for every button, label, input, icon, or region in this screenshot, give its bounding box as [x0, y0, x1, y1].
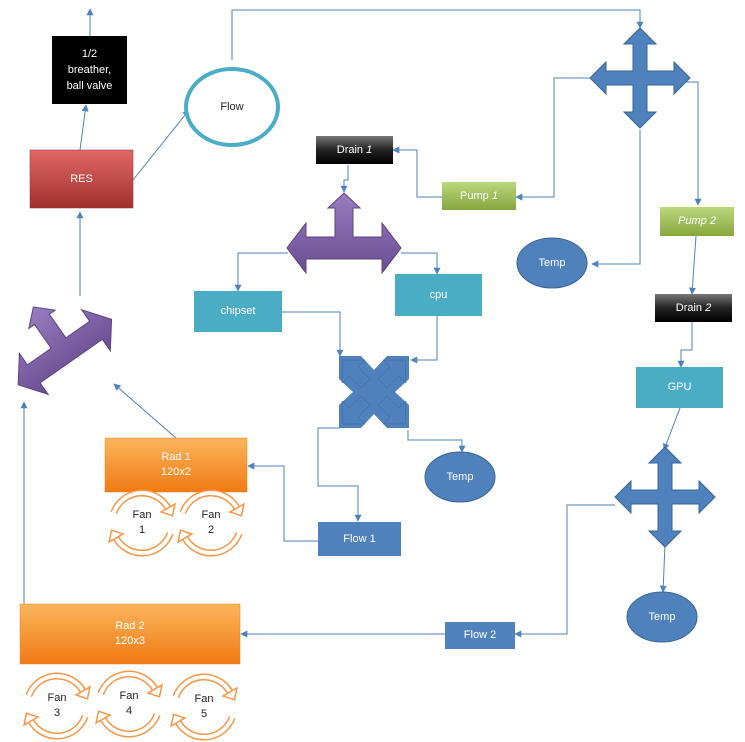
connector-chipset-to-cross — [282, 311, 344, 357]
connector-rad1-to-tee — [113, 383, 177, 439]
connector-cross-to-pump1 — [515, 77, 615, 201]
temp-right-ellipse — [626, 591, 698, 643]
temp-top-ellipse — [516, 237, 588, 289]
flow2-box — [445, 622, 515, 649]
fan-1-icon — [108, 489, 176, 557]
pump2-box — [660, 207, 734, 236]
chipset-box — [194, 291, 282, 332]
connector-pump2-to-drain2 — [688, 235, 697, 295]
connector-drain1-to-tee — [340, 165, 349, 193]
temp-mid-ellipse — [424, 451, 496, 503]
fan-5-icon — [170, 673, 238, 741]
tee-splitter-cpu-chipset — [286, 192, 402, 275]
connector-res-to-breather — [79, 104, 89, 151]
flow1-box — [318, 522, 401, 556]
breather-box — [52, 36, 127, 104]
connector-cross-to-temp-mid — [407, 430, 466, 453]
connector-res-to-flow — [132, 109, 190, 181]
fan-2-icon — [177, 489, 245, 557]
flow-meter-ring — [184, 67, 280, 147]
connector-cross-to-temp — [591, 130, 641, 268]
fan-4-icon — [95, 670, 163, 738]
four-way-splitter-top — [589, 27, 691, 129]
connector-drain2-to-gpu — [677, 322, 693, 368]
connector-cpu-to-cross — [410, 316, 438, 364]
four-way-splitter-gpu — [614, 446, 716, 548]
connector-cross-to-flow1 — [317, 427, 362, 522]
connector-pump1-to-drain1 — [392, 146, 442, 198]
res-box — [29, 149, 134, 209]
connector-cross-to-flow2 — [514, 504, 615, 638]
tee-splitter-radiators — [17, 306, 113, 396]
pump1-box — [442, 182, 516, 210]
rad2-box — [19, 603, 241, 665]
connector-tee-to-cpu — [401, 252, 441, 275]
fan-3-icon — [23, 672, 91, 740]
connector-flow-to-top-cross — [231, 9, 644, 60]
cpu-box — [395, 274, 482, 316]
connector-cross-to-pump2 — [665, 81, 702, 206]
connector-flow1-to-rad1 — [247, 462, 318, 542]
fan-group — [23, 489, 245, 741]
gpu-box — [636, 367, 723, 408]
drain2-box — [655, 294, 732, 322]
connector-tee-to-chipset — [234, 252, 288, 292]
rad1-box — [104, 437, 248, 493]
four-way-splitter-cpu — [339, 356, 409, 428]
drain1-box — [316, 136, 393, 164]
connector-gpu-to-cross — [662, 407, 681, 451]
connector-cross-to-temp-right — [659, 544, 667, 593]
